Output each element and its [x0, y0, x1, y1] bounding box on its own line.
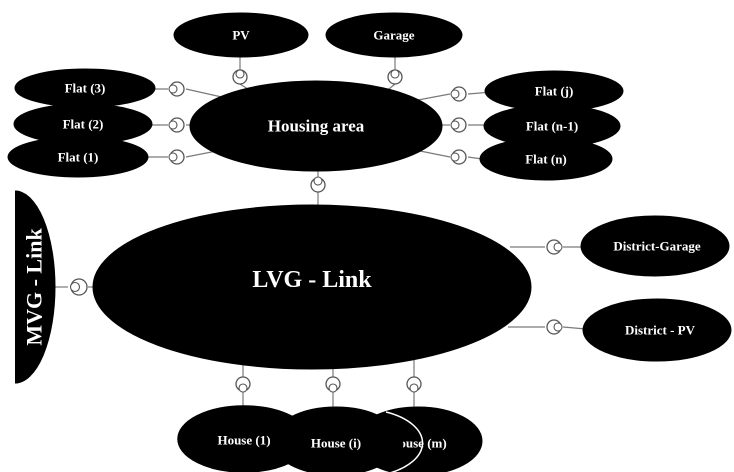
node-lvg-link-label: LVG - Link [252, 267, 372, 293]
node-flat-j-label: Flat (j) [535, 84, 574, 99]
node-district-pv: District - PV [582, 298, 732, 362]
node-district-pv-label: District - PV [625, 323, 696, 338]
node-mvg-link: MVG - Link [0, 185, 56, 390]
node-house-1: House (1) [177, 405, 311, 472]
connector-plugs [69, 69, 563, 393]
plug-connector-icon [168, 81, 185, 97]
node-flat-3-label: Flat (3) [65, 81, 106, 96]
node-garage: Garage [325, 12, 463, 58]
node-flat-2: Flat (2) [13, 103, 153, 145]
plug-connector-icon [450, 86, 467, 102]
plug-connector-icon [546, 239, 563, 255]
node-housing-area: Housing area [189, 80, 443, 172]
node-pv: PV [173, 12, 309, 58]
node-flat-n-minus-1-label: Flat (n-1) [526, 119, 578, 134]
node-mvg-link-label: MVG - Link [22, 228, 47, 346]
plug-connector-icon [325, 376, 341, 393]
plug-connector-icon [69, 278, 88, 296]
node-flat-1-label: Flat (1) [58, 150, 99, 165]
plug-connector-icon [168, 149, 185, 165]
node-house-i-label: House (i) [311, 436, 361, 451]
node-flat-1: Flat (1) [7, 136, 149, 178]
node-pv-label: PV [232, 28, 250, 43]
node-flat-n: Flat (n) [479, 137, 613, 181]
node-flat-2-label: Flat (2) [63, 117, 104, 132]
plug-connector-icon [168, 117, 185, 133]
plug-connector-icon [235, 376, 251, 393]
house-divider [385, 411, 424, 472]
plug-connector-icon [310, 176, 326, 193]
node-house-1-label: House (1) [217, 433, 270, 448]
node-house-i: House (i) [271, 406, 401, 472]
plug-connector-icon [450, 117, 467, 133]
plug-connector-icon [387, 69, 403, 85]
node-garage-label: Garage [373, 28, 414, 43]
plug-connector-icon [450, 149, 467, 165]
house-i-overlap-mask [290, 432, 308, 454]
node-flat-j: Flat (j) [484, 70, 624, 112]
node-housing-area-label: Housing area [268, 117, 365, 136]
node-house-m-label: House (m) [389, 436, 446, 451]
node-flat-n-label: Flat (n) [525, 152, 567, 167]
node-district-garage-label: District-Garage [613, 239, 701, 254]
node-flat-n-minus-1: Flat (n-1) [483, 104, 621, 148]
node-flat-3: Flat (3) [14, 68, 156, 108]
plug-connector-icon [546, 319, 563, 335]
node-district-garage: District-Garage [580, 215, 730, 277]
plug-connector-icon [406, 376, 422, 393]
plug-connector-icon [232, 69, 248, 85]
node-lvg-link: LVG - Link [92, 204, 532, 370]
house-m-overlap-mask [385, 432, 403, 454]
